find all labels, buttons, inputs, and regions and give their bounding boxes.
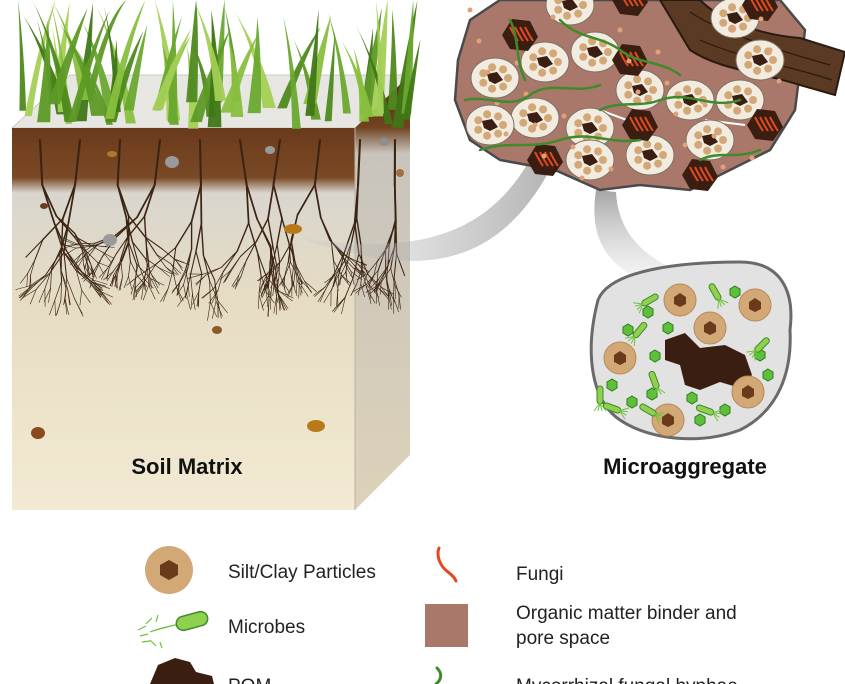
grass-blade: [152, 28, 192, 110]
legend-organic-binder-text: Organic matter binder and pore space: [516, 603, 742, 649]
grass-blade: [355, 25, 393, 125]
legend-pom: POM: [150, 658, 271, 684]
grass-blade: [305, 8, 319, 116]
zoom-beam-aggregate: [594, 190, 680, 280]
soil-pebbles: [31, 138, 404, 439]
grass-blade: [72, 43, 113, 125]
legend-fungi: Fungi: [436, 546, 564, 585]
grass-blade: [82, 23, 117, 117]
grass-blade: [31, 0, 75, 122]
grass-blade: [59, 23, 105, 116]
legend-pom-text: POM: [228, 676, 271, 684]
grass-blade: [402, 38, 421, 120]
grass-blade: [283, 16, 301, 129]
grass-blade: [195, 3, 227, 102]
microaggregate-contents: [593, 283, 774, 437]
grass-blade: [123, 24, 148, 111]
legend-organic-binder: Organic matter binder and pore space: [425, 603, 742, 649]
grass-blade: [220, 34, 258, 113]
pom-particle: [665, 333, 752, 390]
grass-blade: [68, 10, 110, 122]
grass-blade: [47, 7, 88, 105]
grass-blade: [228, 38, 244, 118]
zoom-beam-soil: [300, 150, 555, 261]
grass-blade: [375, 0, 384, 114]
microaggregate-detail: [589, 260, 793, 441]
legend-fungi-text: Fungi: [516, 564, 564, 585]
grass-blade: [105, 0, 146, 119]
legend-silt-clay: Silt/Clay Particles: [145, 546, 376, 594]
grass-blade: [18, 0, 27, 111]
microaggregate-clusters: [465, 0, 785, 191]
legend-silt-clay-text: Silt/Clay Particles: [228, 562, 376, 583]
grass-blade: [387, 9, 398, 110]
grass-blade: [341, 41, 374, 118]
soil-matrix-label: Soil Matrix: [131, 454, 243, 479]
legend-microbes: Microbes: [137, 610, 305, 649]
grass-blade: [186, 0, 198, 103]
legend-root: Mycorrhizal fungal hyphae: [434, 666, 738, 684]
soil-block: [10, 74, 412, 510]
grass: [18, 0, 421, 129]
grass-blade: [190, 28, 231, 123]
grass-blade: [324, 31, 336, 122]
plant-roots: [15, 138, 406, 321]
soil-front-face: [12, 128, 355, 510]
microaggregate-label: Microaggregate: [603, 454, 767, 479]
grass-blade: [85, 0, 127, 102]
legend-root-text: Mycorrhizal fungal hyphae: [516, 676, 738, 684]
legend-microbes-text: Microbes: [228, 617, 305, 638]
grass-blade: [51, 0, 89, 101]
macroaggregate: [453, 0, 845, 192]
grass-blade: [328, 12, 351, 114]
grass-blade: [37, 20, 51, 123]
grass-blade: [277, 26, 321, 109]
grass-blade: [247, 16, 262, 114]
fungal-hyphae: [463, 18, 762, 162]
legend: Silt/Clay Particles Microbes POM Fungi O…: [137, 546, 742, 684]
